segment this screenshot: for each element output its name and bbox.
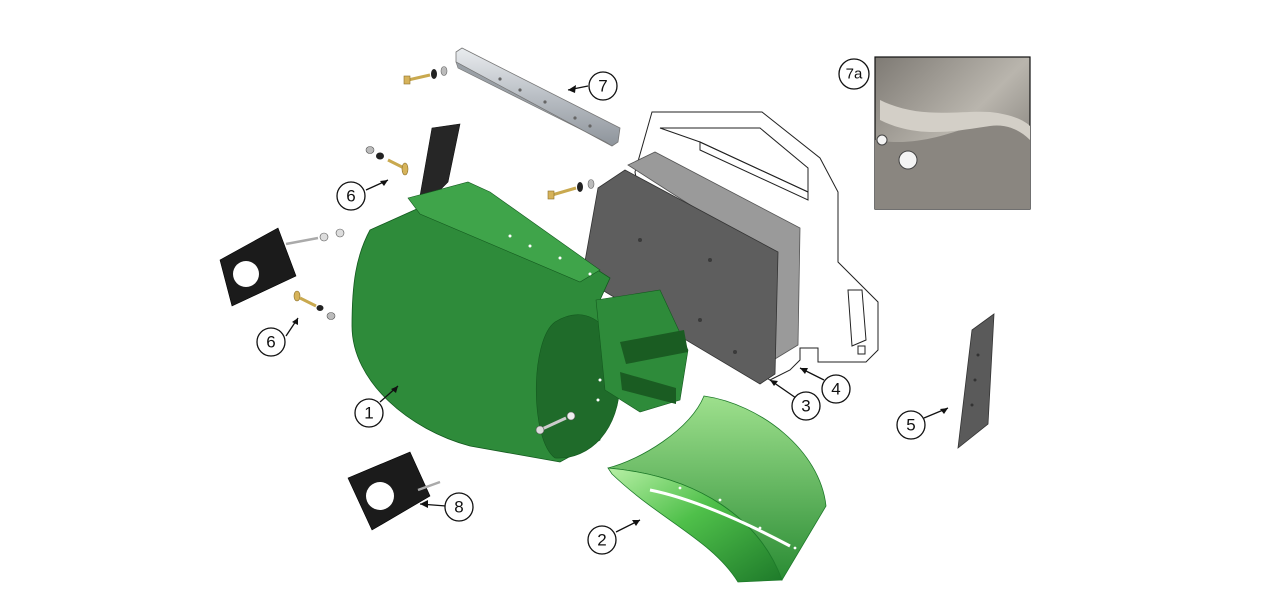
callout-6-top-label: 6 [346,187,355,206]
callout-7-label: 7 [598,77,607,96]
arrowheads [292,85,948,526]
callout-4-label: 4 [831,380,840,399]
part-3-holes [638,238,737,354]
part-8-upper-plate [219,227,345,307]
callout-2: 2 [587,525,617,555]
part-5-holes [970,353,980,407]
part-7-angle-strip [455,47,621,147]
callout-7a-label: 7a [846,66,863,83]
part-2-curved-shield [607,395,827,583]
bolt-6-top-hardware [365,146,409,176]
callout-8-label: 8 [454,498,463,517]
callout-5-label: 5 [906,416,915,435]
callout-1: 1 [354,398,384,428]
callout-4: 4 [821,374,851,404]
callout-8: 8 [444,492,474,522]
callout-3: 3 [791,391,821,421]
callout-2-label: 2 [597,531,606,550]
callout-5: 5 [896,410,926,440]
callout-7a: 7a [838,58,870,90]
bolt-3-hardware [547,179,595,200]
detail-7a-photo [874,56,1031,210]
callout-3-label: 3 [801,397,810,416]
part-8-lower-plate [347,451,441,531]
callout-6-lower: 6 [256,327,286,357]
callout-1-label: 1 [364,404,373,423]
part-1-green-drum [351,181,689,463]
callout-6-lower-label: 6 [266,333,275,352]
callout-7: 7 [588,71,618,101]
bolt-6-lower-hardware [293,290,336,320]
callout-6-top: 6 [336,181,366,211]
bolt-7-hardware [403,66,448,85]
